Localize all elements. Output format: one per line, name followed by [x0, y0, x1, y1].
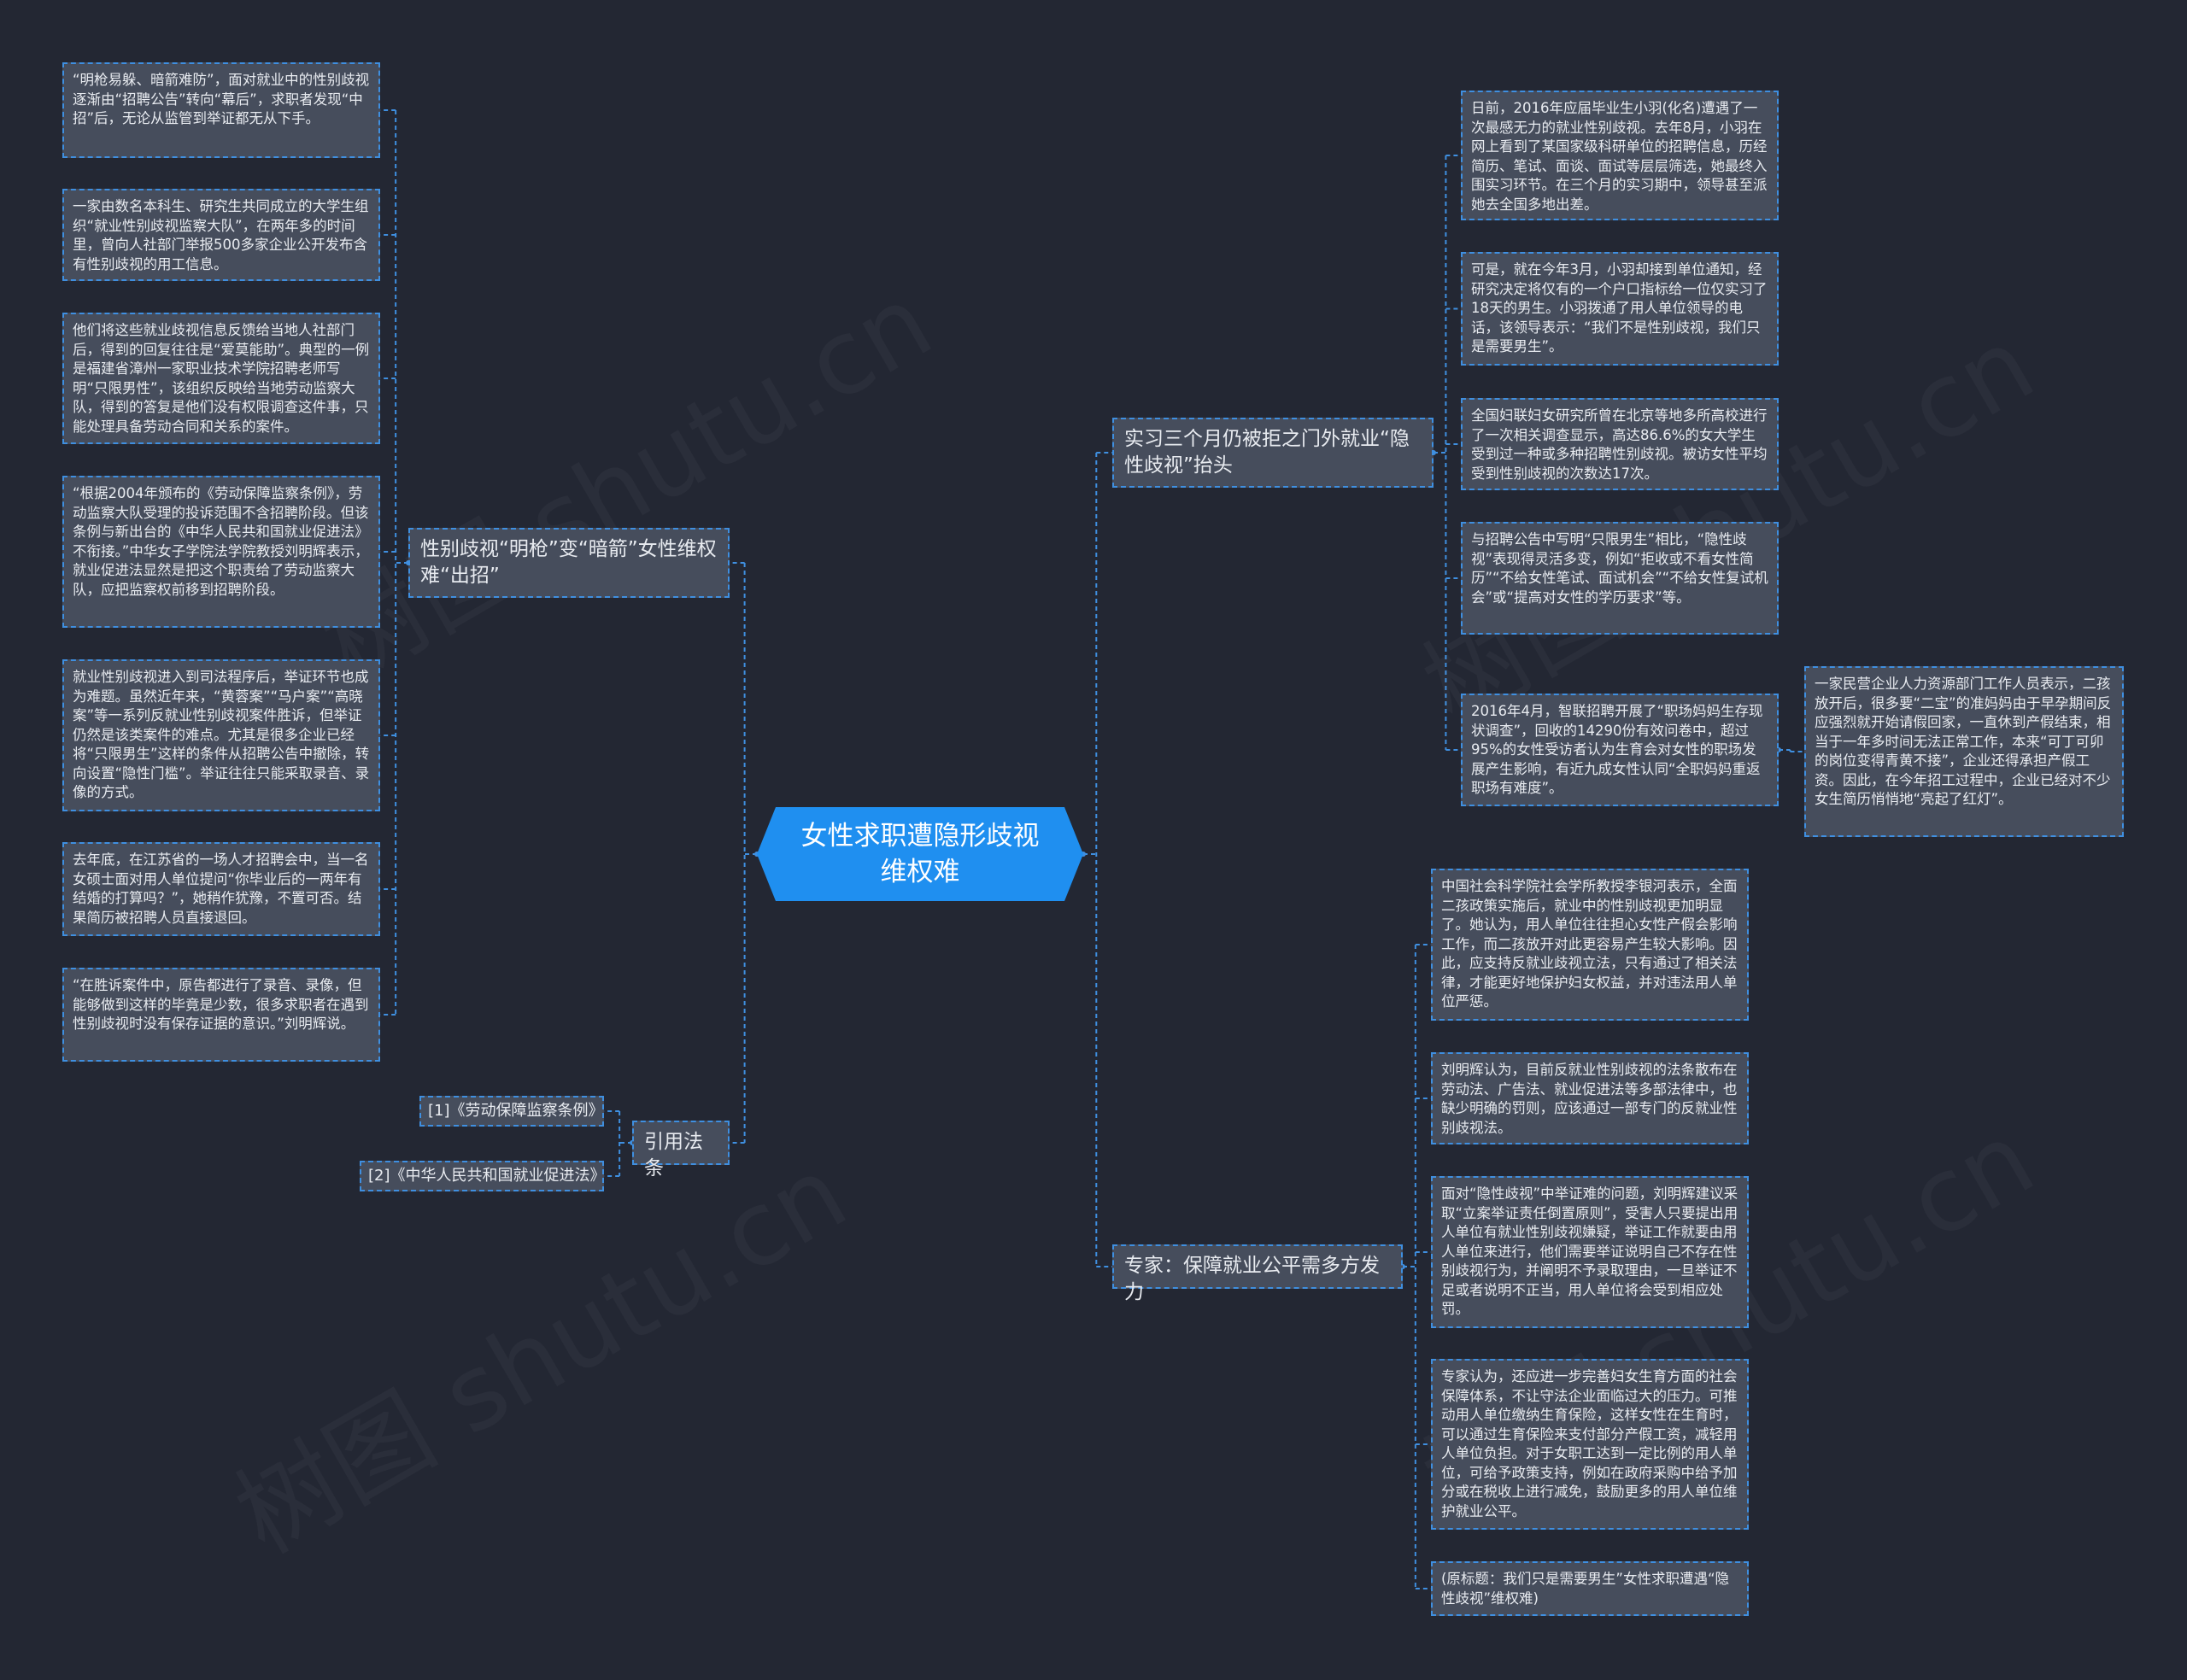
- leaf-topic[interactable]: “根据2004年颁布的《劳动保障监察条例》，劳动监察大队受理的投诉范围不含招聘阶…: [62, 476, 380, 628]
- leaf-topic[interactable]: 去年底，在江苏省的一场人才招聘会中，当一名女硕士面对用人单位提问“你毕业后的一两…: [62, 842, 380, 936]
- leaf-topic[interactable]: 与招聘公告中写明“只限男生”相比，“隐性歧视”表现得灵活多变，例如“拒收或不看女…: [1461, 522, 1779, 635]
- leaf-topic[interactable]: 刘明辉认为，目前反就业性别歧视的法条散布在劳动法、广告法、就业促进法等多部法律中…: [1431, 1052, 1749, 1144]
- leaf-text: 一家由数名本科生、研究生共同成立的大学生组织“就业性别歧视监察大队”，在两年多的…: [73, 198, 369, 272]
- reference-text: [2]《中华人民共和国就业促进法》: [368, 1167, 606, 1185]
- root-topic[interactable]: 女性求职遭隐形歧视维权难: [757, 807, 1083, 901]
- leaf-topic[interactable]: 中国社会科学院社会学所教授李银河表示，全面二孩政策实施后，就业中的性别歧视更加明…: [1431, 869, 1749, 1021]
- leaf-text: 日前，2016年应届毕业生小羽(化名)遭遇了一次最感无力的就业性别歧视。去年8月…: [1471, 100, 1768, 213]
- leaf-text: 专家认为，还应进一步完善妇女生育方面的社会保障体系，不让守法企业面临过大的压力。…: [1441, 1368, 1738, 1519]
- branch-topic-gender-discrimination[interactable]: 性别歧视“明枪”变“暗箭”女性维权难“出招”: [408, 528, 730, 598]
- branch-topic-experts[interactable]: 专家：保障就业公平需多方发力: [1112, 1244, 1403, 1303]
- leaf-text: 去年底，在江苏省的一场人才招聘会中，当一名女硕士面对用人单位提问“你毕业后的一两…: [73, 852, 369, 926]
- leaf-text: 就业性别歧视进入到司法程序后，举证环节也成为难题。虽然近年来，“黄蓉案”“马户案…: [73, 669, 370, 800]
- branch-topic-cited-laws[interactable]: 引用法条: [632, 1121, 730, 1180]
- leaf-topic[interactable]: 就业性别歧视进入到司法程序后，举证环节也成为难题。虽然近年来，“黄蓉案”“马户案…: [62, 659, 380, 811]
- leaf-text: 刘明辉认为，目前反就业性别歧视的法条散布在劳动法、广告法、就业促进法等多部法律中…: [1441, 1062, 1738, 1136]
- reference-text: [1]《劳动保障监察条例》: [428, 1102, 604, 1120]
- branch-topic-hidden-discrimination[interactable]: 实习三个月仍被拒之门外就业“隐性歧视”抬头: [1112, 418, 1434, 488]
- leaf-topic[interactable]: 日前，2016年应届毕业生小羽(化名)遭遇了一次最感无力的就业性别歧视。去年8月…: [1461, 91, 1779, 220]
- branch-topic-label: 实习三个月仍被拒之门外就业“隐性歧视”抬头: [1124, 428, 1410, 477]
- leaf-text: “在胜诉案件中，原告都进行了录音、录像，但能够做到这样的毕竟是少数，很多求职者在…: [73, 977, 369, 1032]
- branch-topic-label: 引用法条: [644, 1131, 703, 1180]
- leaf-text: 中国社会科学院社会学所教授李银河表示，全面二孩政策实施后，就业中的性别歧视更加明…: [1441, 878, 1738, 1010]
- leaf-text: 可是，就在今年3月，小羽却接到单位通知，经研究决定将仅有的一个户口指标给一位仅实…: [1471, 261, 1768, 354]
- leaf-text: “根据2004年颁布的《劳动保障监察条例》，劳动监察大队受理的投诉范围不含招聘阶…: [73, 485, 369, 598]
- reference-item[interactable]: [1]《劳动保障监察条例》: [419, 1096, 604, 1127]
- root-topic-label: 女性求职遭隐形歧视维权难: [800, 821, 1040, 887]
- leaf-topic[interactable]: 专家认为，还应进一步完善妇女生育方面的社会保障体系，不让守法企业面临过大的压力。…: [1431, 1359, 1749, 1530]
- leaf-topic[interactable]: 一家由数名本科生、研究生共同成立的大学生组织“就业性别歧视监察大队”，在两年多的…: [62, 189, 380, 281]
- leaf-topic[interactable]: “明枪易躲、暗箭难防”，面对就业中的性别歧视逐渐由“招聘公告”转向“幕后”，求职…: [62, 62, 380, 158]
- leaf-topic[interactable]: (原标题：我们只是需要男生”女性求职遭遇“隐性歧视”维权难): [1431, 1561, 1749, 1616]
- leaf-text: 一家民营企业人力资源部门工作人员表示，二孩放开后，很多要“二宝”的准妈妈由于早孕…: [1815, 676, 2112, 807]
- leaf-topic[interactable]: 全国妇联妇女研究所曾在北京等地多所高校进行了一次相关调查显示，高达86.6%的女…: [1461, 398, 1779, 490]
- leaf-topic[interactable]: 可是，就在今年3月，小羽却接到单位通知，经研究决定将仅有的一个户口指标给一位仅实…: [1461, 252, 1779, 366]
- leaf-topic[interactable]: “在胜诉案件中，原告都进行了录音、录像，但能够做到这样的毕竟是少数，很多求职者在…: [62, 968, 380, 1062]
- branch-topic-label: 专家：保障就业公平需多方发力: [1124, 1255, 1380, 1303]
- leaf-text: 2016年4月，智联招聘开展了“职场妈妈生存现状调查”，回收的14290份有效问…: [1471, 703, 1763, 796]
- leaf-topic[interactable]: 面对“隐性歧视”中举证难的问题，刘明辉建议采取“立案举证责任倒置原则”，受害人只…: [1431, 1176, 1749, 1328]
- leaf-text: 全国妇联妇女研究所曾在北京等地多所高校进行了一次相关调查显示，高达86.6%的女…: [1471, 407, 1768, 482]
- leaf-text: 他们将这些就业歧视信息反馈给当地人社部门后，得到的回复往往是“爱莫能助”。典型的…: [73, 322, 370, 435]
- leaf-topic[interactable]: 他们将这些就业歧视信息反馈给当地人社部门后，得到的回复往往是“爱莫能助”。典型的…: [62, 313, 380, 444]
- leaf-text: “明枪易躲、暗箭难防”，面对就业中的性别歧视逐渐由“招聘公告”转向“幕后”，求职…: [73, 72, 370, 126]
- reference-item[interactable]: [2]《中华人民共和国就业促进法》: [360, 1161, 606, 1191]
- leaf-text: 面对“隐性歧视”中举证难的问题，刘明辉建议采取“立案举证责任倒置原则”，受害人只…: [1441, 1185, 1738, 1317]
- leaf-topic[interactable]: 2016年4月，智联招聘开展了“职场妈妈生存现状调查”，回收的14290份有效问…: [1461, 694, 1779, 806]
- leaf-text: 与招聘公告中写明“只限男生”相比，“隐性歧视”表现得灵活多变，例如“拒收或不看女…: [1471, 531, 1768, 606]
- sub-leaf-topic[interactable]: 一家民营企业人力资源部门工作人员表示，二孩放开后，很多要“二宝”的准妈妈由于早孕…: [1804, 666, 2124, 837]
- branch-topic-label: 性别歧视“明枪”变“暗箭”女性维权难“出招”: [420, 538, 717, 587]
- leaf-text: (原标题：我们只是需要男生”女性求职遭遇“隐性歧视”维权难): [1441, 1571, 1730, 1607]
